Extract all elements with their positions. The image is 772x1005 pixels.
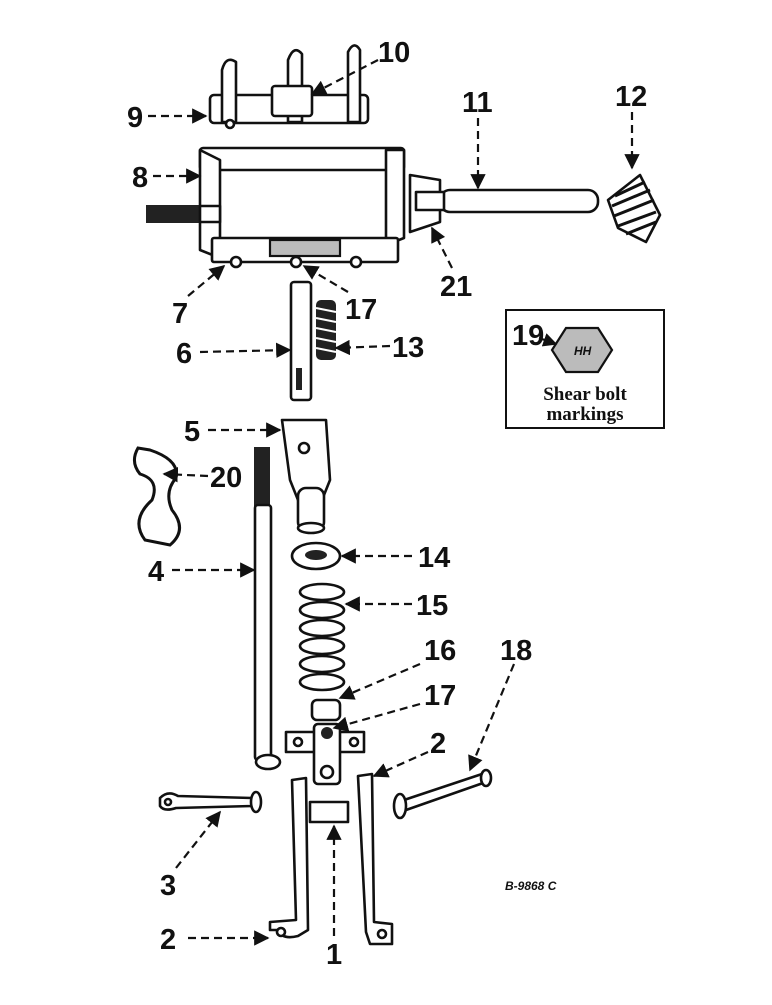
- bracket-parts-2: [268, 772, 394, 946]
- shear-bolt-inset: HH 19 Shear bolt markings: [505, 309, 665, 429]
- leader-10: [310, 59, 379, 95]
- callout-6: 6: [176, 338, 192, 370]
- callout-1: 1: [326, 939, 342, 971]
- long-rod-part-4: [253, 447, 282, 771]
- callout-2-top: 2: [430, 728, 446, 760]
- spring-clip-part-20: [133, 446, 181, 547]
- bolt-head-mark: HH: [574, 344, 592, 358]
- rocker-shaft-part-9: [208, 44, 370, 130]
- callout-18: 18: [500, 635, 532, 667]
- pin-part-18: [392, 768, 493, 820]
- callout-13: 13: [392, 332, 424, 364]
- leader-lines: [148, 59, 640, 946]
- shaft-part-11: [408, 173, 600, 234]
- leader-13: [334, 339, 391, 356]
- callout-14: 14: [418, 542, 450, 574]
- leader-6: [199, 342, 292, 359]
- callout-17-top: 17: [345, 294, 377, 326]
- washer-part-14: [290, 541, 342, 571]
- swivel-block-part-16: [284, 698, 366, 786]
- spring-part-13: [315, 300, 337, 360]
- callout-20: 20: [210, 462, 242, 494]
- frame-part-8: [146, 146, 406, 269]
- rod-part-6: [289, 280, 313, 402]
- callout-16: 16: [424, 635, 456, 667]
- pin-part-3: [158, 790, 263, 814]
- leader-3: [175, 810, 221, 869]
- leader-18: [468, 663, 516, 772]
- callout-5: 5: [184, 416, 200, 448]
- bevel-gear-part-12: [606, 173, 662, 244]
- leader-21: [431, 226, 453, 269]
- callout-3: 3: [160, 870, 176, 902]
- callout-12: 12: [615, 81, 647, 113]
- callout-7: 7: [172, 298, 188, 330]
- leader-17-bottom: [332, 702, 421, 732]
- leader-16: [338, 662, 421, 700]
- spacer-part-1: [308, 800, 350, 824]
- callout-10: 10: [378, 37, 410, 69]
- callout-labels: 9 10 8 11 12 21 7 17 6 13 5 20 4 14 15 1…: [127, 37, 647, 971]
- drawing-number: B-9868 C: [505, 879, 557, 893]
- callout-2-bottom: 2: [160, 924, 176, 956]
- inset-line-1: Shear bolt: [543, 384, 627, 405]
- callout-4: 4: [148, 556, 164, 588]
- callout-11: 11: [462, 87, 493, 119]
- leader-7: [187, 265, 226, 297]
- clevis-part-5: [280, 418, 332, 535]
- main-spring-part-15: [298, 582, 346, 692]
- callout-15: 15: [416, 590, 448, 622]
- callout-9: 9: [127, 102, 143, 134]
- callout-8: 8: [132, 162, 148, 194]
- callout-17-bottom: 17: [424, 680, 456, 712]
- callout-21: 21: [440, 271, 472, 303]
- inset-line-2: markings: [546, 404, 623, 425]
- inset-callout: 19: [512, 320, 544, 352]
- leader-17-top: [302, 265, 349, 293]
- leader-2-top: [372, 750, 429, 778]
- leader-20: [162, 466, 209, 483]
